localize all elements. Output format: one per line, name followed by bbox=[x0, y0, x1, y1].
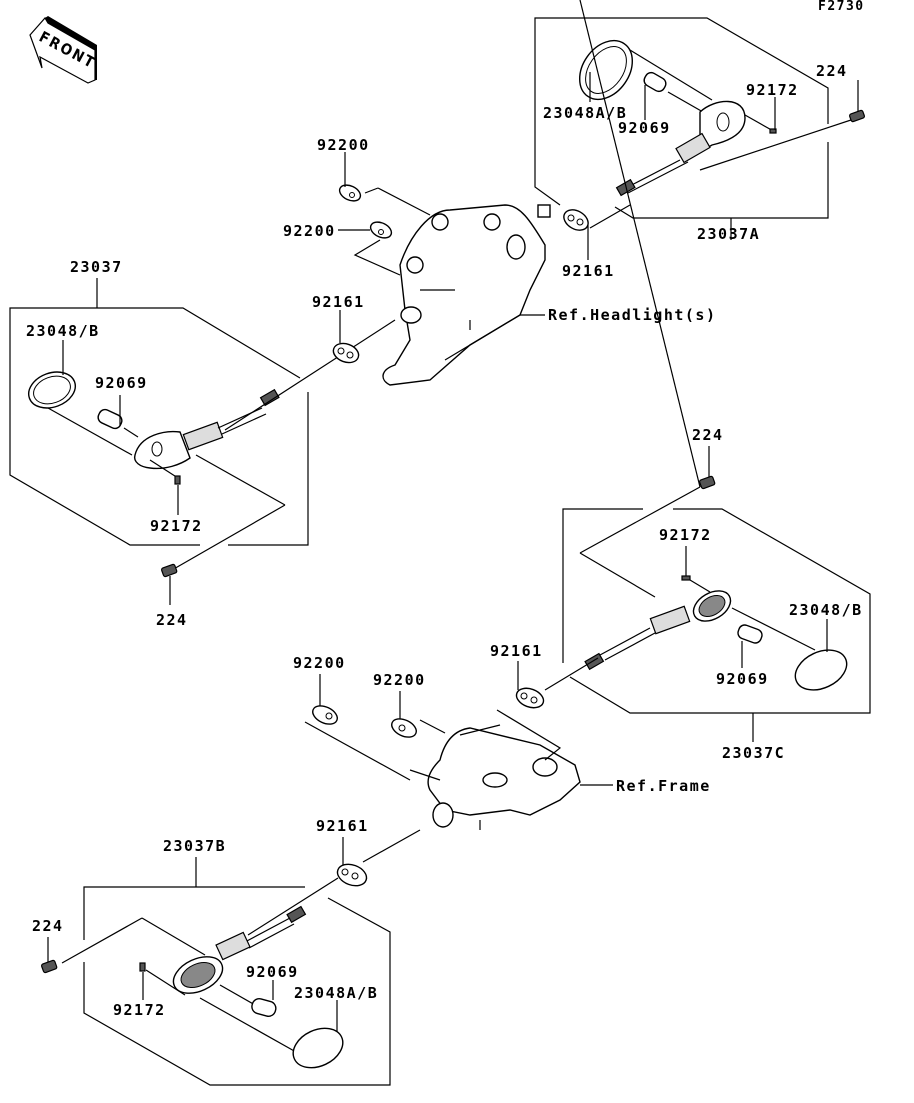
screw-icon bbox=[174, 475, 181, 485]
part-label-washer-right: 92200 bbox=[373, 671, 426, 689]
part-label-washer-left: 92200 bbox=[293, 654, 346, 672]
bulb-icon bbox=[737, 624, 763, 644]
bulb-icon bbox=[97, 408, 123, 430]
lens-icon bbox=[578, 39, 634, 101]
lens-icon bbox=[28, 371, 76, 409]
bulb-icon bbox=[643, 71, 667, 93]
grommet-icon bbox=[336, 863, 368, 887]
assembly-front-right: 224 92172 23048A/B 92069 23037A 92161 bbox=[534, 17, 865, 280]
part-label-bulb: 92069 bbox=[716, 670, 769, 688]
grommet-icon bbox=[563, 209, 589, 231]
assembly-label: 23037C bbox=[722, 744, 785, 762]
part-label-lens: 23048/B bbox=[789, 601, 863, 619]
part-label-screw: 92172 bbox=[659, 526, 712, 544]
part-label-washer-upper: 92200 bbox=[317, 136, 370, 154]
part-label-bulb: 92069 bbox=[618, 119, 671, 137]
assembly-rear-right: 224 23037C 92172 92069 bbox=[490, 0, 871, 762]
washer-icon bbox=[338, 184, 362, 202]
ref-frame-label: Ref.Frame bbox=[616, 777, 711, 795]
figure-code: F2730 bbox=[818, 0, 865, 14]
headlight-bracket: Ref.Headlight(s) 92200 92200 bbox=[283, 136, 717, 386]
screw-icon bbox=[681, 575, 691, 581]
part-label-grommet: 92161 bbox=[312, 293, 365, 311]
part-label-grommet: 92161 bbox=[562, 262, 615, 280]
rear-frame: Ref.Frame 92200 92200 bbox=[293, 654, 711, 830]
assembly-label: 23037B bbox=[163, 837, 226, 855]
lens-icon bbox=[794, 649, 848, 691]
turn-signal-housing-icon bbox=[615, 100, 746, 197]
washer-icon bbox=[312, 705, 338, 725]
bolt-icon bbox=[161, 563, 178, 578]
part-label-bolt: 224 bbox=[156, 611, 188, 629]
screw-icon bbox=[139, 962, 146, 972]
bolt-icon bbox=[849, 109, 865, 123]
front-arrow-icon: FRONT bbox=[29, 16, 99, 84]
assembly-rear-left: 23037B 92161 224 921 bbox=[32, 817, 421, 1086]
lens-icon bbox=[292, 1027, 344, 1069]
turn-signal-housing-icon bbox=[172, 905, 307, 994]
part-label-screw: 92172 bbox=[150, 517, 203, 535]
part-label-bolt: 224 bbox=[816, 62, 848, 80]
washer-icon bbox=[369, 221, 393, 239]
washer-icon bbox=[391, 718, 417, 738]
screw-icon bbox=[769, 128, 777, 134]
part-label-screw: 92172 bbox=[746, 81, 799, 99]
part-label-grommet: 92161 bbox=[316, 817, 369, 835]
part-label-bolt: 224 bbox=[692, 426, 724, 444]
bolt-icon bbox=[41, 959, 58, 974]
part-label-bolt: 224 bbox=[32, 917, 64, 935]
assembly-front-left: 23037 23048/B 92069 92172 bbox=[9, 258, 396, 629]
part-label-screw: 92172 bbox=[113, 1001, 166, 1019]
bolt-icon bbox=[699, 475, 716, 490]
part-label-lens: 23048A/B bbox=[543, 104, 627, 122]
ref-headlight-label: Ref.Headlight(s) bbox=[548, 306, 717, 324]
turn-signal-housing-icon bbox=[133, 388, 280, 470]
grommet-icon bbox=[515, 687, 545, 709]
part-label-grommet: 92161 bbox=[490, 642, 543, 660]
part-label-bulb: 92069 bbox=[246, 963, 299, 981]
turn-signal-housing-icon bbox=[584, 590, 732, 671]
grommet-icon bbox=[332, 342, 360, 364]
part-label-lens: 23048/B bbox=[26, 322, 100, 340]
part-label-lens: 23048A/B bbox=[294, 984, 378, 1002]
bulb-icon bbox=[251, 998, 277, 1017]
assembly-label: 23037 bbox=[70, 258, 123, 276]
assembly-label: 23037A bbox=[697, 225, 760, 243]
part-label-washer-lower: 92200 bbox=[283, 222, 336, 240]
part-label-bulb: 92069 bbox=[95, 374, 148, 392]
